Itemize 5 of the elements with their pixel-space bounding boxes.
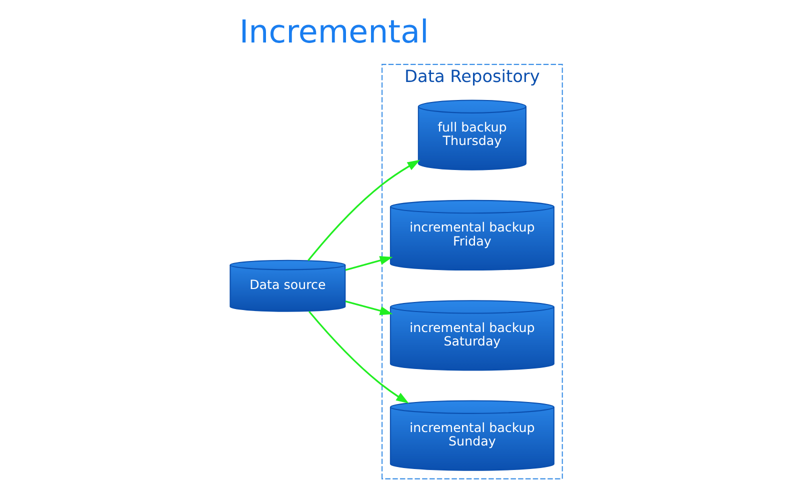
arrow [307, 160, 420, 261]
arrow [344, 256, 392, 271]
diagram-title: Incremental [238, 14, 428, 50]
arrow [344, 300, 392, 316]
arrow [308, 310, 408, 404]
